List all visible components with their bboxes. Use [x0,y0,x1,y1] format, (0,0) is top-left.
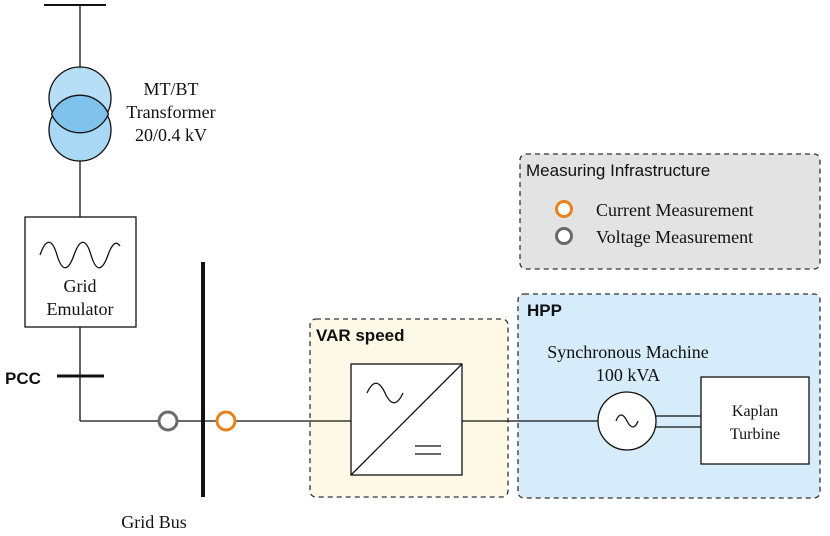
grid-bus-label: Grid Bus [121,512,187,532]
turbine-label-line2: Turbine [730,426,780,443]
legend-voltage-label: Voltage Measurement [596,227,753,247]
measuring-infrastructure-box [519,153,821,270]
legend-current-label: Current Measurement [596,200,753,220]
transformer-label-line1: MT/BT [143,79,198,99]
turbine-label-line1: Kaplan [732,403,778,420]
transformer-symbol [48,66,112,162]
machine-sine-icon [615,414,639,428]
converter-diagonal [350,363,463,476]
transformer-overlap [50,94,110,134]
machine-label-line1: Synchronous Machine [547,342,708,362]
measuring-title: Measuring Infrastructure [526,161,710,180]
legend-voltage-icon [555,227,573,245]
transformer-label-line3: 20/0.4 kV [135,125,207,145]
current-measurement-point [215,410,237,432]
grid-emulator-label-line1: Grid [64,276,97,296]
voltage-measurement-point [157,410,179,432]
var-speed-title: VAR speed [316,326,405,345]
hpp-title: HPP [527,301,562,320]
machine-label-line2: 100 kVA [596,365,660,385]
grid-emulator-box [24,216,137,328]
pcc-label: PCC [5,369,41,388]
grid-emulator-label-line2: Emulator [47,299,114,319]
kaplan-turbine-box [700,376,810,465]
sine-wave-icon [39,241,121,269]
ac-symbol-icon [366,382,404,404]
transformer-label-line2: Transformer [126,102,215,122]
legend-current-icon [555,200,573,218]
